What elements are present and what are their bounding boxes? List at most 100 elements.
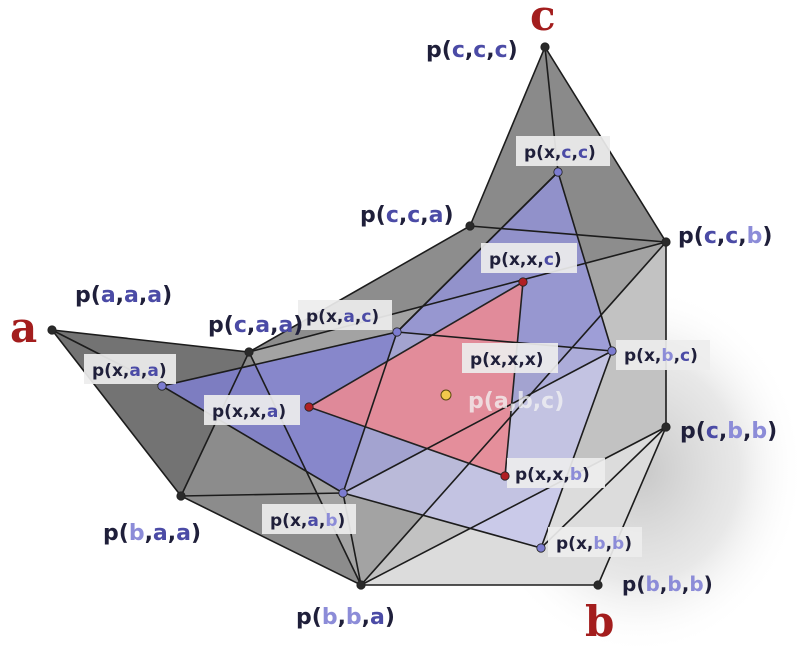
label-baa-part: ,: [145, 521, 153, 546]
label-xxa: p(x,x,a): [212, 402, 286, 422]
label-cca-part: a: [429, 203, 444, 228]
vertex-label-c: c: [530, 0, 556, 40]
label-xaa-part: p(: [92, 361, 112, 381]
label-caa-part: c: [234, 313, 247, 338]
label-xbc: p(x,b,c): [624, 346, 698, 366]
dot-xab: [338, 488, 348, 498]
label-abc-part: c: [541, 389, 554, 414]
label-ccc-part: ,: [465, 38, 473, 63]
edge-cca-ccb: [469, 225, 667, 243]
label-ccb-part: c: [725, 224, 738, 249]
label-xxa-part: ,: [260, 402, 266, 422]
label-xbb-part: b: [593, 534, 605, 554]
label-ccc: p(c,c,c): [426, 38, 518, 63]
dot-xxb: [500, 471, 510, 481]
label-box-xbb: [548, 527, 642, 557]
label-box-xxa: [204, 395, 300, 425]
label-xaa-part: x: [112, 361, 123, 381]
label-bbb-part: ,: [660, 572, 668, 596]
label-baa-part: a: [153, 521, 168, 546]
label-aaa-part: a: [124, 283, 139, 308]
label-xxx: p(x,x,x): [470, 350, 544, 370]
label-xxb: p(x,x,b): [515, 465, 590, 485]
label-xxx-part: x: [507, 350, 518, 370]
label-caa-part: ,: [270, 313, 278, 338]
label-bba-part: ): [385, 605, 395, 630]
label-abc: p(a,b,c): [468, 389, 564, 414]
label-bbb: p(b,b,b): [622, 572, 713, 596]
label-abc-part: ,: [509, 389, 517, 414]
label-ccb-part: p(: [678, 224, 704, 249]
label-box-xcc: [516, 136, 610, 166]
label-ccb-part: c: [704, 224, 717, 249]
label-bbb-part: b: [667, 572, 681, 596]
label-xbc-part: ,: [674, 346, 680, 366]
label-ccc-part: c: [473, 38, 486, 63]
point-labels: p(a,a,a)p(c,a,a)p(c,c,a)p(c,c,c)p(c,c,b)…: [75, 38, 777, 630]
label-caa: p(c,a,a): [208, 313, 303, 338]
label-cbb-part: ,: [719, 419, 727, 444]
label-xxa-part: a: [267, 402, 278, 422]
edge-xac-xab: [342, 331, 398, 494]
dot-cca: [465, 221, 475, 231]
label-xxa-part: ,: [243, 402, 249, 422]
label-xxc-part: p(: [489, 250, 509, 270]
label-ccb-part: ,: [738, 224, 746, 249]
label-xxb-part: ,: [563, 465, 569, 485]
label-caa-part: a: [255, 313, 270, 338]
dot-baa: [176, 491, 186, 501]
label-xac-part: ,: [337, 307, 343, 327]
label-box-xxx: [462, 343, 558, 373]
label-cca-part: ): [443, 203, 453, 228]
label-aaa-part: ): [162, 283, 172, 308]
label-xaa-part: a: [147, 361, 158, 381]
label-xbb-part: ,: [587, 534, 593, 554]
label-abc-part: ): [554, 389, 564, 414]
label-ccc-part: ,: [486, 38, 494, 63]
label-xxc-part: ,: [537, 250, 543, 270]
label-xxc-part: ,: [520, 250, 526, 270]
dot-bbb: [593, 580, 603, 590]
label-xbc-part: c: [680, 346, 690, 366]
label-bbb-part: ,: [682, 572, 690, 596]
label-baa-part: ,: [168, 521, 176, 546]
label-cbb-part: b: [751, 419, 767, 444]
label-ccb-part: b: [747, 224, 763, 249]
label-xbc-part: ,: [655, 346, 661, 366]
label-xab-part: ): [338, 511, 346, 531]
label-baa: p(b,a,a): [103, 521, 201, 546]
label-xac: p(x,a,c): [306, 307, 379, 327]
label-ccb-part: ): [762, 224, 772, 249]
label-cca-part: ,: [420, 203, 428, 228]
label-xxx-part: ): [536, 350, 544, 370]
label-bbb-part: b: [645, 572, 659, 596]
label-xxa-part: x: [232, 402, 243, 422]
vertex-dots: [47, 42, 671, 590]
label-caa-part: p(: [208, 313, 234, 338]
label-abc-part: p(: [468, 389, 494, 414]
label-cbb-part: ): [767, 419, 777, 444]
label-xbc-part: ): [690, 346, 698, 366]
label-xxa-part: p(: [212, 402, 232, 422]
label-xab-part: b: [325, 511, 337, 531]
label-xxc-part: x: [509, 250, 520, 270]
label-xxc-part: c: [544, 250, 554, 270]
label-bba-part: ,: [362, 605, 370, 630]
label-xac-part: x: [326, 307, 337, 327]
dot-xxa: [304, 402, 314, 412]
dot-xbb: [536, 543, 546, 553]
label-cca-part: ,: [399, 203, 407, 228]
edge-ccb-bba: [360, 241, 667, 586]
label-xxc-part: x: [526, 250, 537, 270]
label-xcc-part: c: [561, 143, 571, 163]
dot-xbc: [607, 346, 617, 356]
label-bba-part: p(: [296, 605, 322, 630]
label-ccc-part: p(: [426, 38, 452, 63]
label-xac-part: c: [361, 307, 371, 327]
label-xxc: p(x,x,c): [489, 250, 562, 270]
label-xac-part: a: [343, 307, 354, 327]
label-box-xbc: [616, 340, 710, 370]
label-xab-part: a: [307, 511, 318, 531]
label-xab-part: x: [290, 511, 301, 531]
